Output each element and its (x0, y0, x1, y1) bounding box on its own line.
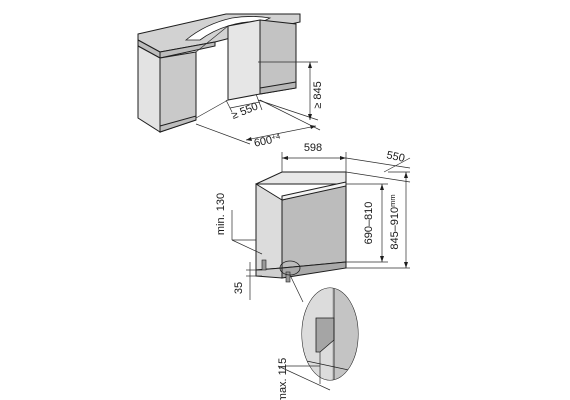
depth-label: 550 (385, 149, 405, 165)
cabinet-dimension-lines (195, 61, 321, 145)
width-label: 598 (304, 142, 322, 154)
plinth-detail-zoom (277, 287, 359, 391)
min-depth-label: ≥ 550 (230, 101, 260, 122)
appliance-dimension-lines (231, 152, 411, 300)
min-height-label: ≥ 845 (312, 81, 324, 108)
dishwasher-illustration (255, 171, 347, 303)
niche-height-suffix: mm (388, 194, 397, 207)
niche-width-label: 600 (253, 134, 273, 150)
height-range-label: 690–810 (363, 202, 375, 245)
kitchen-cabinet-illustration (137, 13, 301, 133)
max-plinth-label: max. 115 (277, 358, 289, 400)
niche-width-tolerance: +4 (271, 131, 281, 142)
niche-height-label: 845–910 (389, 207, 401, 250)
plinth-label: 35 (233, 282, 245, 294)
door-clearance-label: min. 130 (215, 193, 227, 235)
niche-height-group: 845–910mm (388, 194, 401, 249)
niche-width-group: 600+4 (253, 131, 282, 149)
